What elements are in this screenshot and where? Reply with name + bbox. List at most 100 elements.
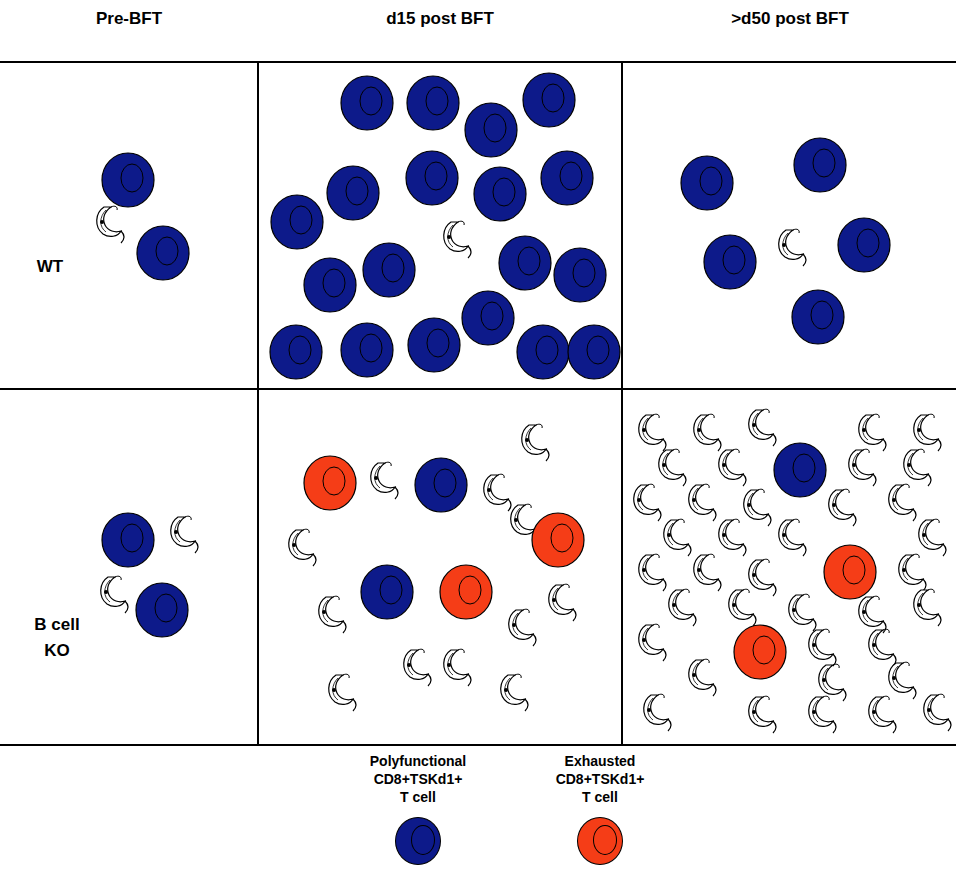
column-header: Pre-BFT (96, 6, 162, 32)
parasite (659, 449, 686, 486)
exhausted-cell (440, 565, 492, 619)
legend-entry: Exhausted CD8+TSKd1+ T cell (550, 752, 650, 865)
grid-line (621, 62, 623, 745)
polyfunctional-cell (681, 156, 733, 210)
parasite (644, 694, 671, 731)
parasite (669, 589, 696, 626)
polyfunctional-cell (792, 290, 844, 344)
polyfunctional-cell (102, 513, 154, 567)
parasite (924, 694, 951, 731)
polyfunctional-cell (465, 103, 517, 157)
polyfunctional-cell (304, 258, 356, 312)
parasite (371, 462, 398, 499)
legend-text: Exhausted CD8+TSKd1+ T cell (550, 752, 650, 807)
parasite (809, 696, 836, 733)
row-label: B cell KO (28, 612, 86, 665)
swatch-nucleus (593, 825, 617, 855)
parasite (869, 629, 896, 666)
parasite (97, 206, 124, 243)
parasite (789, 594, 816, 631)
parasite (639, 554, 666, 591)
swatch-nucleus (411, 825, 435, 855)
polyfunctional-cell (137, 226, 189, 280)
polyfunctional-cell (136, 583, 188, 637)
parasite (744, 489, 771, 526)
legend-entry: Polyfunctional CD8+TSKd1+ T cell (368, 752, 468, 865)
polyfunctional-cell (407, 76, 459, 130)
polyfunctional-cell (774, 443, 826, 497)
legend-swatch (577, 817, 623, 865)
grid-line (0, 61, 956, 63)
polyfunctional-cell (499, 236, 551, 290)
polyfunctional-cell (517, 325, 569, 379)
exhausted-cell (734, 625, 786, 679)
column-header: d15 post BFT (386, 6, 494, 32)
parasite (889, 484, 916, 521)
parasite (689, 659, 716, 696)
polyfunctional-cell (341, 323, 393, 377)
polyfunctional-cell (270, 325, 322, 379)
polyfunctional-cell (363, 243, 415, 297)
parasite (849, 449, 876, 486)
parasite (522, 424, 549, 461)
parasite (719, 519, 746, 556)
polyfunctional-cell (541, 151, 593, 205)
parasite (444, 221, 471, 258)
grid-line (257, 62, 259, 745)
parasite (289, 529, 316, 566)
parasite (694, 554, 721, 591)
parasite (859, 596, 886, 633)
parasite (694, 414, 721, 451)
exhausted-cell (532, 513, 584, 567)
parasite (171, 516, 198, 553)
polyfunctional-cell (341, 76, 393, 130)
parasite (639, 624, 666, 661)
parasite (779, 229, 806, 266)
parasite (509, 609, 536, 646)
row-label: WT (37, 254, 63, 280)
polyfunctional-cell (704, 235, 756, 289)
parasite (664, 519, 691, 556)
parasite (484, 474, 511, 511)
grid-lines (0, 62, 956, 745)
polyfunctional-cell (568, 325, 620, 379)
parasite (501, 674, 528, 711)
polyfunctional-cell (794, 138, 846, 192)
grid-line (0, 744, 956, 746)
parasite (779, 519, 806, 556)
polyfunctional-cell (327, 166, 379, 220)
legend-text: Polyfunctional CD8+TSKd1+ T cell (368, 752, 468, 807)
parasite (809, 629, 836, 666)
polyfunctional-cell (406, 151, 458, 205)
parasite (719, 449, 746, 486)
polyfunctional-cell (462, 291, 514, 345)
polyfunctional-cell (554, 248, 606, 302)
parasite (859, 414, 886, 451)
parasite (634, 484, 661, 521)
parasite (749, 409, 776, 446)
parasite (914, 414, 941, 451)
parasite (729, 589, 756, 626)
parasite (919, 519, 946, 556)
polyfunctional-cell (523, 73, 575, 127)
polyfunctional-cell (361, 565, 413, 619)
parasite (689, 484, 716, 521)
parasite (549, 584, 576, 621)
parasite (404, 649, 431, 686)
grid-line (0, 388, 956, 390)
exhausted-cell (304, 456, 356, 510)
parasite (749, 559, 776, 596)
polyfunctional-cell (102, 153, 154, 207)
legend-swatch (395, 817, 441, 865)
column-header: >d50 post BFT (731, 6, 849, 32)
parasites (97, 206, 951, 733)
parasite (319, 596, 346, 633)
parasite (904, 449, 931, 486)
parasite (899, 554, 926, 591)
polyfunctional-cell (838, 218, 890, 272)
exhausted-cell (824, 545, 876, 599)
parasite (889, 662, 916, 699)
parasite (749, 696, 776, 733)
parasite (639, 414, 666, 451)
parasite (101, 576, 128, 613)
